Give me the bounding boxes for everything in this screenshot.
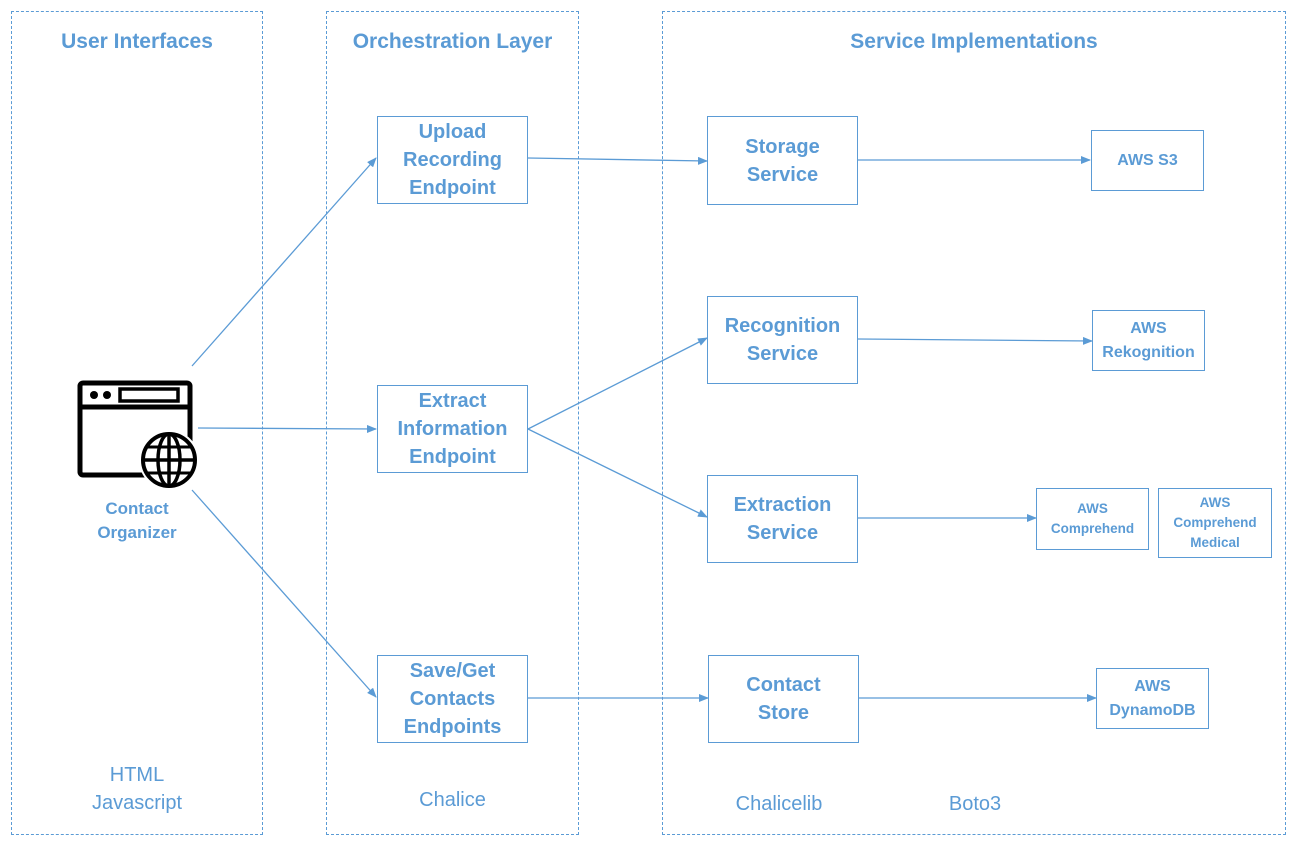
contacts-endpoint-line-1: Save/Get (409, 660, 496, 682)
contact-store-line-2: Store (757, 702, 810, 724)
aws-rekognition-line-2: Rekognition (1102, 343, 1195, 361)
footer-chalicelib: Chalicelib (735, 793, 823, 815)
aws-comprehend-line-2: Comprehend (1050, 521, 1135, 536)
aws-comprehend-medical-line-2: Comprehend (1173, 515, 1257, 530)
extract-endpoint-line-3: Endpoint (409, 446, 496, 468)
extraction-service-line-1: Extraction (733, 494, 832, 516)
aws-comprehend-medical-box: AWS Comprehend Medical (1158, 488, 1272, 558)
lane-title-orchestration: Orchestration Layer (352, 30, 553, 53)
recognition-service-line-2: Service (746, 343, 819, 365)
contact-store-line-1: Contact (746, 674, 821, 696)
upload-recording-endpoint: Upload Recording Endpoint (377, 116, 528, 204)
app-label-line-1: Contact (105, 499, 169, 518)
aws-s3-label: AWS S3 (1117, 151, 1178, 169)
lane-title-services: Service Implementations (850, 30, 1098, 53)
footer-html: HTML (109, 764, 165, 786)
aws-comprehend-medical-line-3: Medical (1190, 535, 1240, 550)
upload-endpoint-line-3: Endpoint (409, 177, 496, 199)
app-label-line-2: Organizer (97, 523, 177, 542)
browser-globe-icon (77, 380, 199, 490)
recognition-service-line-1: Recognition (724, 315, 841, 337)
footer-javascript: Javascript (91, 792, 183, 814)
extract-information-endpoint: Extract Information Endpoint (377, 385, 528, 473)
upload-endpoint-line-2: Recording (403, 149, 502, 171)
lane-footer-user-interfaces: HTML Javascript (12, 761, 262, 817)
save-get-contacts-endpoints: Save/Get Contacts Endpoints (377, 655, 528, 743)
aws-dynamodb-line-1: AWS (1134, 677, 1171, 695)
extract-endpoint-line-1: Extract (418, 390, 487, 412)
recognition-service: Recognition Service (707, 296, 858, 384)
upload-endpoint-line-1: Upload (418, 121, 487, 143)
footer-chalice: Chalice (419, 789, 486, 811)
aws-comprehend-box: AWS Comprehend (1036, 488, 1149, 550)
storage-service: Storage Service (707, 116, 858, 205)
storage-service-line-2: Service (746, 163, 819, 186)
aws-dynamodb-line-2: DynamoDB (1109, 701, 1196, 719)
app-label-contact-organizer: Contact Organizer (77, 497, 197, 545)
contacts-endpoint-line-2: Contacts (409, 688, 496, 710)
contact-store-service: Contact Store (708, 655, 859, 743)
footer-boto3: Boto3 (948, 793, 1002, 815)
aws-s3-box: AWS S3 (1091, 130, 1204, 191)
user-interfaces-lane: User Interfaces HTML Javascript (11, 11, 263, 835)
extraction-service: Extraction Service (707, 475, 858, 563)
aws-rekognition-box: AWS Rekognition (1092, 310, 1205, 371)
storage-service-line-1: Storage (745, 135, 820, 158)
extraction-service-line-2: Service (746, 522, 819, 544)
aws-dynamodb-box: AWS DynamoDB (1096, 668, 1209, 729)
aws-comprehend-medical-line-1: AWS (1199, 495, 1231, 510)
aws-comprehend-line-1: AWS (1077, 501, 1108, 516)
aws-rekognition-line-1: AWS (1130, 319, 1167, 337)
contacts-endpoint-line-3: Endpoints (403, 716, 502, 738)
lane-title-user-interfaces: User Interfaces (61, 30, 213, 53)
extract-endpoint-line-2: Information (397, 418, 508, 440)
